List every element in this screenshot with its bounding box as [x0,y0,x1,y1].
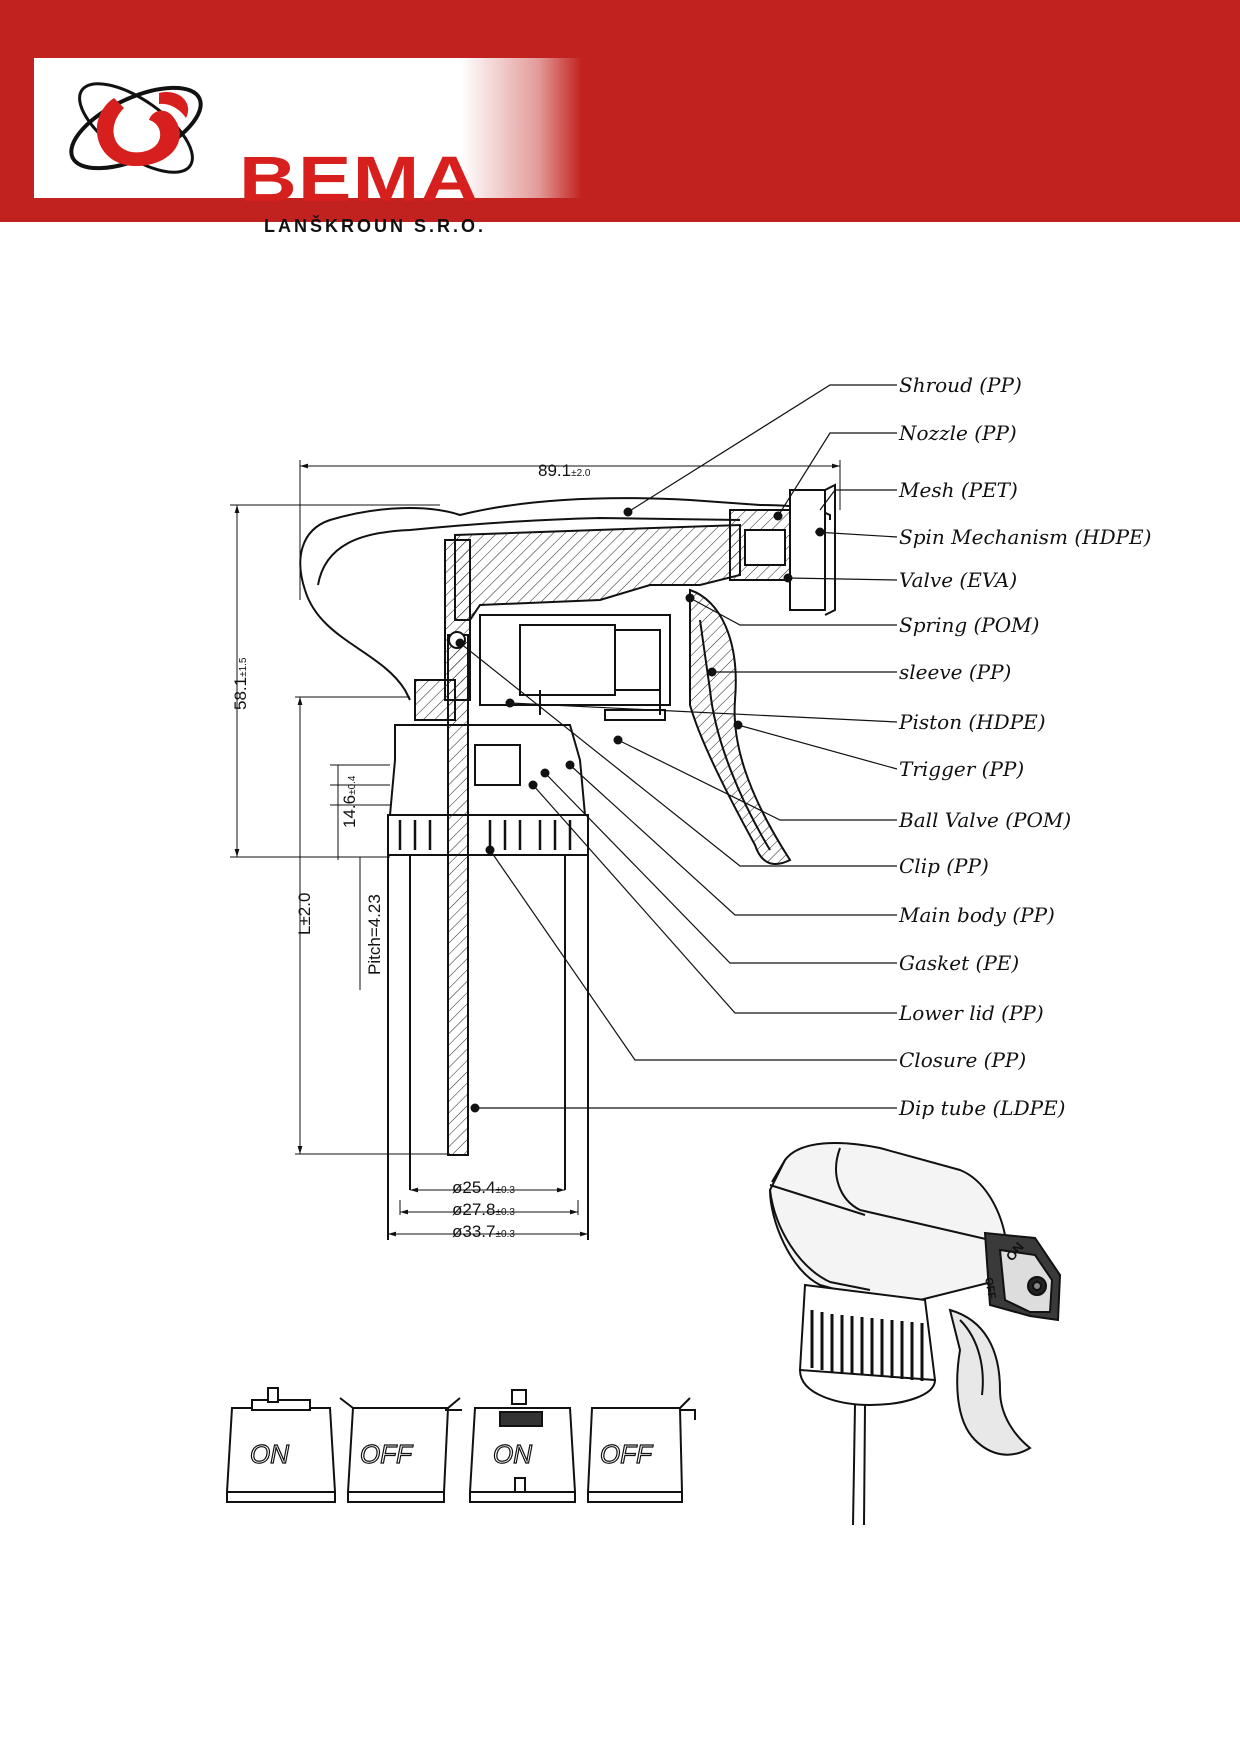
part-labels: Shroud (PP) Nozzle (PP) Mesh (PET) Spin … [898,373,1151,1120]
label-trigger: Trigger (PP) [899,757,1024,781]
nozzle-cap-off-1: OFF [339,1397,462,1503]
cap-label-on-1: ON [250,1439,289,1469]
label-gasket: Gasket (PE) [899,951,1019,975]
dim-height: 58.1±1.5 [231,657,250,710]
label-dip-tube: Dip tube (LDPE) [898,1096,1065,1120]
dim-pitch: Pitch=4.23 [365,894,384,975]
brand-name: BEMA [239,143,480,215]
dim-width: 89.1±2.0 [538,461,591,480]
dim-d2: ø27.8±0.3 [452,1200,515,1219]
label-spin-mechanism: Spin Mechanism (HDPE) [899,525,1151,549]
cap-label-on-2: ON [493,1439,532,1469]
logo-panel: BEMA LANŠKROUN S.R.O. [34,58,582,236]
sprayer-product-image: ON OFF [768,1142,1062,1526]
label-valve: Valve (EVA) [899,568,1017,592]
label-shroud: Shroud (PP) [899,373,1022,397]
dim-d1: ø25.4±0.3 [452,1178,515,1197]
label-mesh: Mesh (PET) [898,478,1018,502]
callout-dots [455,507,825,1113]
label-ball-valve: Ball Valve (POM) [898,808,1071,832]
nozzle-cap-off-2: OFF [586,1397,696,1503]
brand-subtitle: LANŠKROUN S.R.O. [264,216,487,236]
label-nozzle: Nozzle (PP) [898,421,1017,445]
label-lower-lid: Lower lid (PP) [898,1001,1044,1025]
photo-label-off: OFF [982,1276,998,1300]
cap-label-off-2: OFF [600,1439,654,1469]
label-piston: Piston (HDPE) [898,710,1046,734]
label-spring: Spring (POM) [899,613,1039,637]
label-main-body: Main body (PP) [898,903,1055,927]
nozzle-cap-on-1: ON [225,1387,337,1503]
label-clip: Clip (PP) [899,854,989,878]
sprayer-cross-section [299,483,836,1240]
cap-label-off-1: OFF [360,1439,414,1469]
nozzle-cap-views: ON OFF ON OFF [225,1387,696,1503]
orbit-swirl-logo [69,82,203,174]
dim-stroke: 14.6±0.4 [340,775,359,828]
dimension-lines [230,460,841,1237]
dim-length: L±2.0 [295,893,314,935]
callout-leaders [459,384,898,1109]
nozzle-cap-on-2: ON [468,1389,577,1503]
label-sleeve: sleeve (PP) [899,660,1011,684]
label-closure: Closure (PP) [899,1048,1026,1072]
header-band: BEMA LANŠKROUN S.R.O. [0,0,1240,236]
dimension-labels: 89.1±2.0 58.1±1.5 14.6±0.4 Pitch=4.23 L±… [231,461,591,1241]
dim-d3: ø33.7±0.3 [452,1222,515,1241]
